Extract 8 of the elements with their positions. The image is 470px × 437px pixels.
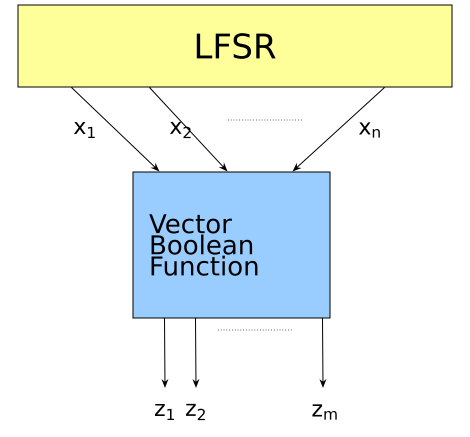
function-box: Vector Boolean Function (132, 172, 330, 318)
edge-label: z$_{2}$ (186, 404, 205, 420)
edge-label: z$_{m}$ (312, 404, 337, 420)
edge-label: x$_{1}$ (74, 122, 95, 138)
lfsr-box: LFSR (18, 4, 452, 88)
edge-label: x$_{n}$ (359, 122, 380, 138)
edge-label: z$_{1}$ (155, 404, 174, 420)
edge-label: x$_{2}$ (170, 122, 191, 138)
